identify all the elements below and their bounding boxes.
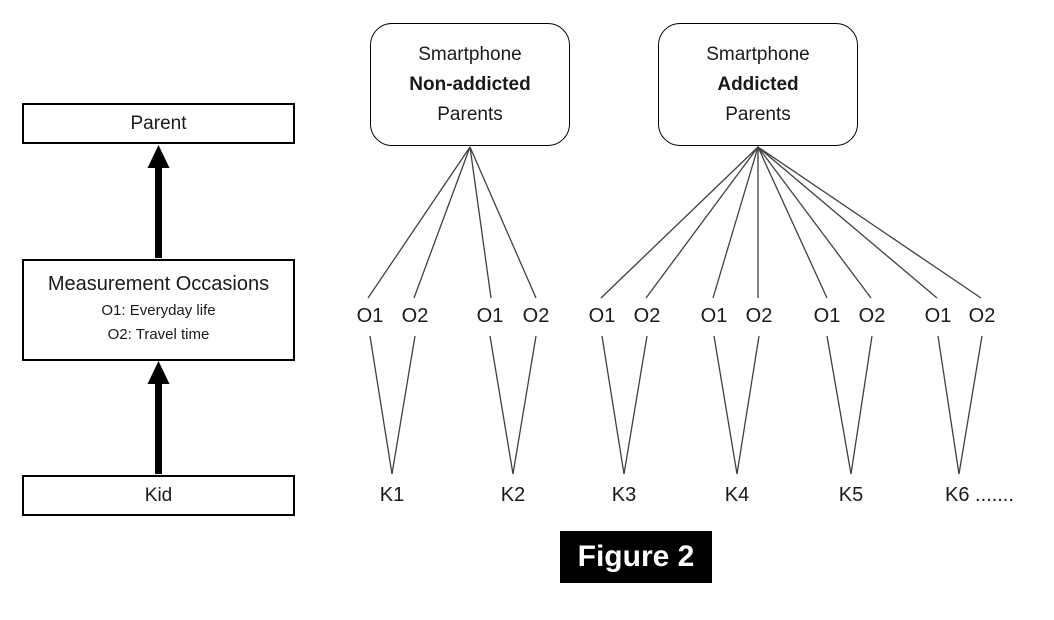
occasion-label: O1: [476, 304, 504, 327]
v-connectors-kids: [369, 335, 983, 475]
arrow-kid-to-measurement: [147, 361, 170, 474]
parent-box-label: Parent: [130, 112, 187, 134]
occasion-label: O1: [356, 304, 384, 327]
occasion-label: O1: [924, 304, 952, 327]
fan-addicted: [600, 146, 982, 299]
occasion-label: O2: [633, 304, 661, 327]
figure-caption-label: Figure 2: [577, 540, 695, 573]
occasion-label: O1: [588, 304, 616, 327]
group-line3: Parents: [437, 103, 503, 125]
measurement-occasion2-label: O2: Travel time: [107, 326, 210, 343]
smartphone-addicted-parents-box: Smartphone Addicted Parents: [658, 23, 858, 146]
occasion-label: O1: [813, 304, 841, 327]
parent-box: Parent: [22, 103, 295, 144]
occasion-label: O1: [700, 304, 728, 327]
measurement-occasions-box: Measurement Occasions O1: Everyday life …: [22, 259, 295, 361]
kid-label: K4: [724, 483, 750, 506]
kid-label: K1: [379, 483, 405, 506]
arrow-measurement-to-parent: [147, 145, 170, 258]
group-line1: Smartphone: [706, 43, 810, 65]
kid-label: K3: [611, 483, 637, 506]
group-line3: Parents: [725, 103, 791, 125]
kid-label: K6 .......: [945, 483, 1014, 506]
kid-label: K2: [500, 483, 526, 506]
occasion-label: O2: [401, 304, 429, 327]
kid-box-label: Kid: [144, 484, 173, 506]
group-line2: Non-addicted: [409, 73, 531, 95]
fan-nonaddicted: [367, 146, 537, 299]
occasion-label: O2: [522, 304, 550, 327]
occasion-label: O2: [968, 304, 996, 327]
group-line1: Smartphone: [418, 43, 522, 65]
smartphone-nonaddicted-parents-box: Smartphone Non-addicted Parents: [370, 23, 570, 146]
measurement-box-title: Measurement Occasions: [47, 273, 270, 295]
occasion-label: O2: [858, 304, 886, 327]
kid-label: K5: [838, 483, 864, 506]
figure-caption: Figure 2: [560, 531, 712, 583]
kid-box: Kid: [22, 475, 295, 516]
occasion-label: O2: [745, 304, 773, 327]
group-line2: Addicted: [717, 73, 799, 95]
measurement-occasion1-label: O1: Everyday life: [101, 302, 216, 319]
